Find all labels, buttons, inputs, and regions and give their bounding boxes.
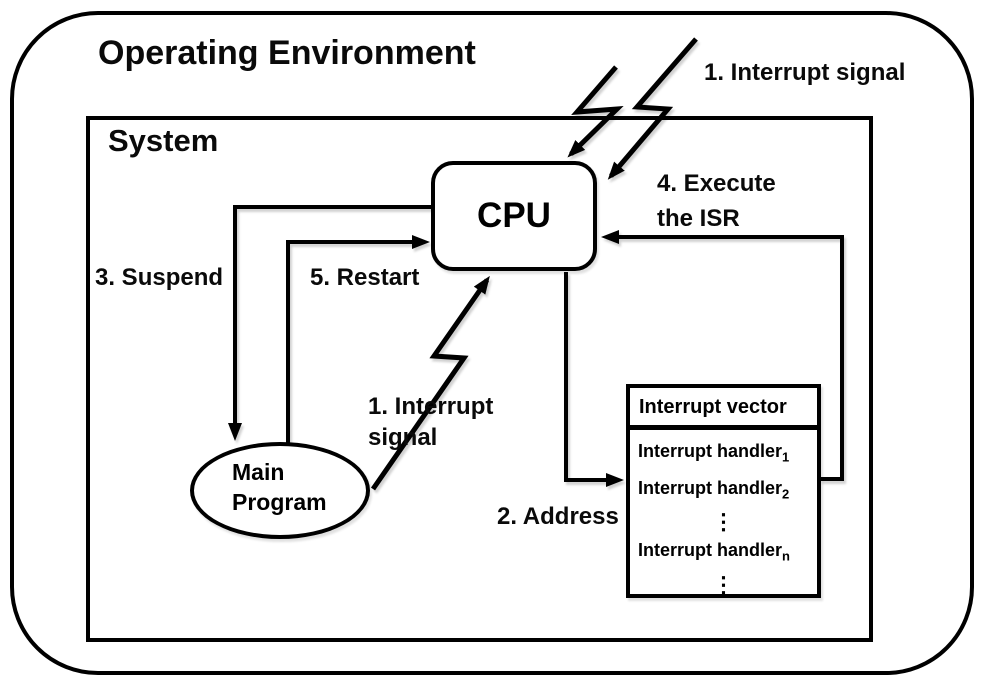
label-interrupt-signal-top: 1. Interrupt signal <box>704 59 906 86</box>
main-program-ellipse <box>190 442 370 539</box>
operating-environment-title: Operating Environment <box>98 34 476 72</box>
interrupt-handler-row-1: Interrupt handler1 <box>638 441 790 465</box>
label-execute-isr-line2: the ISR <box>657 205 740 232</box>
label-interrupt-signal-main-line1: 1. Interrupt <box>368 393 494 420</box>
main-program-label-line1: Main <box>232 459 285 485</box>
label-address: 2. Address <box>497 503 619 530</box>
system-box <box>86 116 873 642</box>
label-interrupt-signal-main: 1. Interrupt signal <box>368 391 493 453</box>
main-program-label-line2: Program <box>232 489 327 515</box>
vector-ellipsis-dots: ⋮ <box>712 509 735 535</box>
interrupt-handler-row-2: Interrupt handler2 <box>638 477 790 502</box>
system-title: System <box>108 123 219 158</box>
interrupt-vector-header: Interrupt vector <box>630 388 817 430</box>
label-execute-isr-line1: 4. Execute <box>657 170 776 197</box>
main-program-label: Main Program <box>232 457 327 517</box>
label-restart: 5. Restart <box>310 264 420 291</box>
label-execute-isr: 4. Execute the ISR <box>657 166 776 236</box>
interrupt-handler-row-n: Interrupt handlern <box>638 540 790 564</box>
vector-ellipsis-dots: ⋮ <box>712 571 735 597</box>
cpu-box: CPU <box>431 161 597 271</box>
operating-environment-box <box>10 11 974 675</box>
cpu-label: CPU <box>477 196 551 235</box>
label-interrupt-signal-main-line2: signal <box>368 424 438 451</box>
interrupt-vector-table: Interrupt vector Interrupt handler1 Inte… <box>626 384 821 598</box>
label-suspend: 3. Suspend <box>95 264 224 291</box>
